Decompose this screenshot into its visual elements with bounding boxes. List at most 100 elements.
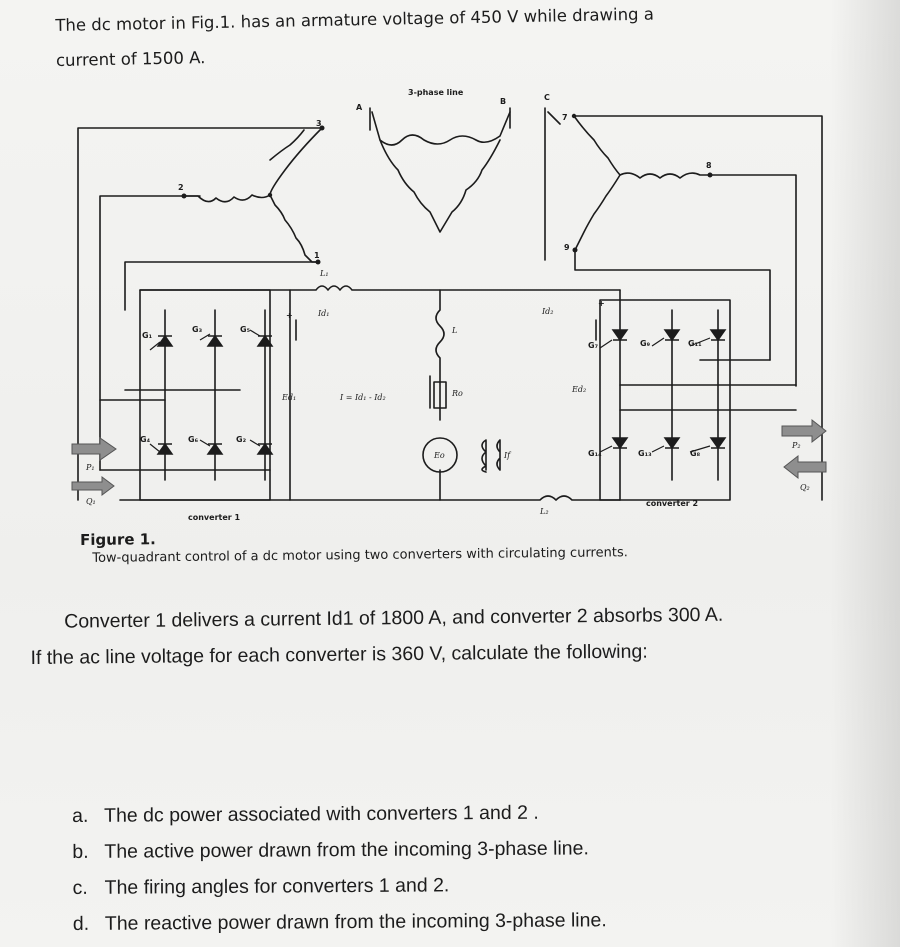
label-n8: 8 bbox=[706, 161, 712, 170]
motor-branch bbox=[435, 289, 445, 501]
label-G11: G₁₁ bbox=[688, 339, 702, 348]
question-letter: c. bbox=[72, 876, 88, 899]
converter1-frame bbox=[139, 289, 271, 501]
label-G5: G₅ bbox=[240, 325, 251, 334]
label-C: C bbox=[544, 93, 550, 102]
question-letter: d. bbox=[72, 912, 90, 935]
label-I-equation: I = Id₁ - Id₂ bbox=[339, 393, 386, 402]
left-transformer-feed-2 bbox=[99, 195, 201, 471]
power-flow-arrows bbox=[71, 418, 827, 496]
label-If: If bbox=[503, 451, 512, 460]
label-L2: L₂ bbox=[539, 507, 549, 516]
label-n9: 9 bbox=[564, 243, 570, 252]
label-G7: G₇ bbox=[588, 341, 599, 350]
label-G13: G₁₃ bbox=[638, 449, 652, 458]
left-transformer-coil-3 bbox=[269, 129, 305, 161]
question-d: d. The reactive power drawn from the inco… bbox=[73, 901, 853, 942]
label-L1: L₁ bbox=[319, 269, 329, 278]
label-converter-2: converter 2 bbox=[646, 499, 698, 508]
question-b: b. The active power drawn from the incomi… bbox=[72, 829, 852, 870]
question-a: a. The dc power associated with converter… bbox=[72, 793, 852, 834]
left-transformer-coil-2 bbox=[183, 194, 271, 203]
question-text: The active power drawn from the incoming… bbox=[104, 837, 589, 863]
label-plus-1: + bbox=[286, 311, 293, 320]
label-G2: G₂ bbox=[236, 435, 247, 444]
label-Q1: Q₁ bbox=[86, 497, 96, 506]
converter2-legs bbox=[619, 289, 719, 501]
left-transformer-upper-wire bbox=[77, 127, 323, 501]
thyristors bbox=[156, 329, 727, 455]
label-G6: G₆ bbox=[188, 435, 199, 444]
label-G4: G₄ bbox=[140, 435, 151, 444]
q1-arrow-icon bbox=[71, 476, 115, 496]
thyristor-g3 bbox=[206, 334, 224, 347]
problem-paragraph: Converter 1 delivers a current Id1 of 18… bbox=[30, 595, 871, 676]
gate-leads bbox=[149, 329, 711, 453]
left-transformer-coil-1 bbox=[269, 194, 319, 263]
label-Q2: Q₂ bbox=[800, 483, 810, 492]
resistor-ro bbox=[433, 381, 447, 409]
delta-sides bbox=[379, 139, 501, 233]
label-n3: 3 bbox=[316, 119, 322, 128]
label-G1: G₁ bbox=[142, 331, 153, 340]
right-transformer-coil-7 bbox=[573, 115, 621, 176]
label-B: B bbox=[500, 97, 506, 106]
figure-caption: Figure 1. Tow-quadrant control of a dc m… bbox=[80, 524, 628, 568]
p2-arrow-icon bbox=[781, 418, 827, 444]
label-P2: P₂ bbox=[791, 441, 801, 450]
phase-line-wires bbox=[509, 107, 561, 261]
right-transformer-coil-9 bbox=[574, 174, 621, 251]
current-markers bbox=[295, 319, 597, 409]
label-Id1: Id₁ bbox=[317, 309, 330, 318]
label-plus-2: + bbox=[598, 299, 605, 308]
thyristor-g11 bbox=[709, 329, 727, 342]
delta-top-coil bbox=[369, 107, 511, 146]
q2-arrow-icon bbox=[783, 454, 827, 480]
field-winding bbox=[481, 439, 501, 473]
question-letter: a. bbox=[72, 804, 89, 827]
label-L: L bbox=[451, 326, 457, 335]
label-A: A bbox=[356, 103, 363, 112]
converter1-legs bbox=[119, 289, 291, 501]
converter2-ac-feeds bbox=[619, 359, 797, 411]
question-text: The firing angles for converters 1 and 2… bbox=[104, 874, 450, 899]
converter1-ac-feeds bbox=[99, 389, 271, 471]
label-G14: G₁₄ bbox=[588, 449, 602, 458]
p1-arrow-icon bbox=[71, 437, 117, 461]
thyristor-g4 bbox=[156, 442, 174, 455]
label-Id2: Id₂ bbox=[541, 307, 554, 316]
label-Ed2: Ed₂ bbox=[571, 385, 586, 394]
thyristor-g2 bbox=[256, 442, 274, 455]
dc-link-top bbox=[289, 285, 621, 291]
question-text: The reactive power drawn from the incomi… bbox=[104, 909, 607, 935]
question-text: The dc power associated with converters … bbox=[104, 801, 539, 827]
question-letter: b. bbox=[72, 840, 89, 863]
label-G3: G₃ bbox=[192, 325, 203, 334]
label-Ro: Ro bbox=[451, 389, 463, 398]
label-G9: G₉ bbox=[640, 339, 651, 348]
label-converter-1: converter 1 bbox=[188, 513, 241, 522]
question-c: c. The firing angles for converters 1 and… bbox=[73, 865, 853, 906]
dc-link-bottom bbox=[289, 495, 621, 501]
label-phase-line: 3-phase line bbox=[408, 88, 464, 97]
question-list: a. The dc power associated with converter… bbox=[72, 793, 853, 942]
motor-armature bbox=[422, 437, 458, 473]
right-transformer-coil-8 bbox=[619, 172, 711, 179]
left-transformer-feed-bridge bbox=[124, 261, 319, 311]
right-transformer-outer bbox=[573, 115, 823, 501]
converter2-frame bbox=[599, 299, 731, 501]
thyristor-g1 bbox=[156, 334, 174, 347]
label-n7: 7 bbox=[562, 113, 568, 122]
thyristor-g7 bbox=[611, 329, 629, 342]
thyristor-g8 bbox=[709, 437, 727, 450]
thyristor-g9 bbox=[663, 329, 681, 342]
thyristor-g14 bbox=[611, 437, 629, 450]
label-G8: G₈ bbox=[690, 449, 701, 458]
junction-dots bbox=[181, 113, 713, 265]
label-Eo: Eo bbox=[433, 451, 445, 460]
thyristor-g6 bbox=[206, 442, 224, 455]
label-P1: P₁ bbox=[85, 463, 95, 472]
thyristor-g13 bbox=[663, 437, 681, 450]
